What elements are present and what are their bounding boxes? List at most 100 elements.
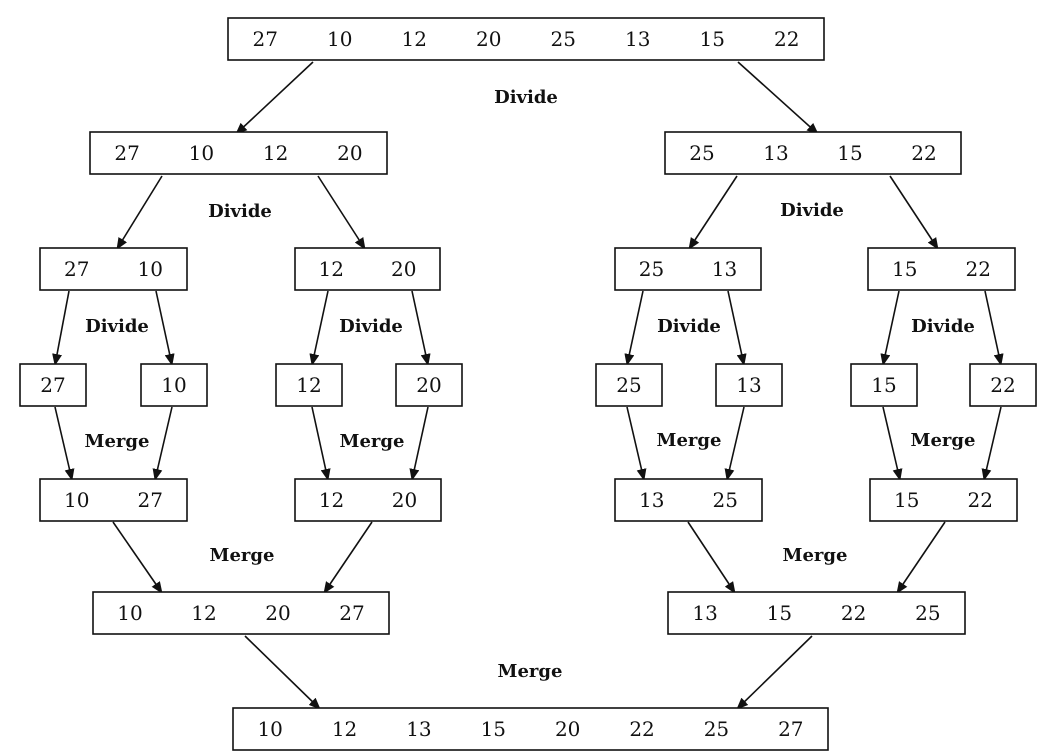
array-box-border bbox=[614, 478, 763, 522]
flow-arrow bbox=[896, 521, 946, 594]
array-box-single-1: 27 bbox=[19, 363, 87, 407]
array-value: 13 bbox=[712, 257, 737, 281]
array-value: 12 bbox=[296, 373, 321, 397]
flow-arrow bbox=[311, 406, 331, 481]
array-value: 27 bbox=[64, 257, 89, 281]
flow-arrow bbox=[889, 175, 939, 250]
flow-arrow bbox=[317, 175, 366, 250]
array-value: 15 bbox=[837, 141, 862, 165]
array-value: 10 bbox=[138, 257, 163, 281]
step-label-divide-q3: Divide bbox=[657, 316, 721, 337]
array-box-border bbox=[232, 707, 829, 751]
array-box-single-2: 10 bbox=[140, 363, 208, 407]
array-box-quarter-1: 27 10 bbox=[39, 247, 188, 291]
array-value: 27 bbox=[40, 373, 65, 397]
array-value: 15 bbox=[892, 257, 917, 281]
array-box-border bbox=[595, 363, 663, 407]
flow-arrow bbox=[244, 635, 321, 710]
array-value: 13 bbox=[692, 601, 717, 625]
array-value: 12 bbox=[319, 257, 344, 281]
array-value: 10 bbox=[257, 717, 282, 741]
array-box-border bbox=[715, 363, 783, 407]
step-label-merge-q1: Merge bbox=[85, 431, 150, 452]
flow-arrow bbox=[323, 521, 373, 594]
array-value: 13 bbox=[736, 373, 761, 397]
array-box-border bbox=[867, 247, 1016, 291]
array-box-border bbox=[294, 247, 441, 291]
array-box-border bbox=[140, 363, 208, 407]
array-box-single-6: 13 bbox=[715, 363, 783, 407]
step-label-merge-final: Merge bbox=[498, 661, 563, 682]
flow-arrow bbox=[984, 290, 1004, 366]
array-value: 22 bbox=[990, 373, 1015, 397]
array-value: 15 bbox=[700, 27, 725, 51]
array-value: 15 bbox=[481, 717, 506, 741]
array-value: 12 bbox=[402, 27, 427, 51]
array-box-single-5: 25 bbox=[595, 363, 663, 407]
array-value: 25 bbox=[689, 141, 714, 165]
array-box-border bbox=[667, 591, 966, 635]
array-box-border bbox=[395, 363, 463, 407]
array-box-border bbox=[89, 131, 388, 175]
step-label-divide-right: Divide bbox=[780, 200, 844, 221]
flow-arrow bbox=[152, 406, 173, 481]
array-value: 15 bbox=[894, 488, 919, 512]
array-value: 27 bbox=[114, 141, 139, 165]
array-value: 20 bbox=[476, 27, 501, 51]
flow-arrow bbox=[880, 290, 900, 366]
step-label-merge-left: Merge bbox=[210, 545, 275, 566]
array-value: 25 bbox=[616, 373, 641, 397]
array-box-border bbox=[664, 131, 962, 175]
step-label-merge-q2: Merge bbox=[340, 431, 405, 452]
array-box-border bbox=[869, 478, 1018, 522]
array-value: 25 bbox=[639, 257, 664, 281]
array-value: 27 bbox=[138, 488, 163, 512]
array-value: 25 bbox=[704, 717, 729, 741]
array-box-single-3: 12 bbox=[275, 363, 343, 407]
array-box-border bbox=[39, 478, 188, 522]
array-value: 12 bbox=[332, 717, 357, 741]
array-box-merged-pair-1: 10 27 bbox=[39, 478, 188, 522]
array-box-border bbox=[850, 363, 918, 407]
flow-arrow bbox=[155, 290, 175, 366]
array-value: 10 bbox=[117, 601, 142, 625]
array-box-single-7: 15 bbox=[850, 363, 918, 407]
array-value: 20 bbox=[555, 717, 580, 741]
step-label-merge-q3: Merge bbox=[657, 430, 722, 451]
array-value: 13 bbox=[625, 27, 650, 51]
array-value: 27 bbox=[778, 717, 803, 741]
flow-arrow bbox=[688, 175, 738, 250]
step-label-divide-q2: Divide bbox=[339, 316, 403, 337]
array-value: 15 bbox=[871, 373, 896, 397]
flow-arrow bbox=[52, 290, 70, 366]
step-label-divide-q4: Divide bbox=[911, 316, 975, 337]
flow-arrow bbox=[724, 406, 745, 481]
array-value: 25 bbox=[713, 488, 738, 512]
array-box-border bbox=[227, 17, 825, 61]
array-box-border bbox=[92, 591, 390, 635]
array-value: 10 bbox=[161, 373, 186, 397]
array-box-border bbox=[39, 247, 188, 291]
flow-arrow bbox=[116, 175, 163, 250]
array-value: 10 bbox=[64, 488, 89, 512]
array-box-border bbox=[19, 363, 87, 407]
flow-arrow bbox=[624, 290, 644, 366]
array-value: 20 bbox=[337, 141, 362, 165]
array-value: 13 bbox=[763, 141, 788, 165]
array-value: 22 bbox=[774, 27, 799, 51]
array-box-single-4: 20 bbox=[395, 363, 463, 407]
array-value: 27 bbox=[339, 601, 364, 625]
array-value: 22 bbox=[629, 717, 654, 741]
flow-arrow bbox=[411, 290, 431, 366]
array-value: 22 bbox=[968, 488, 993, 512]
flow-arrow bbox=[737, 61, 819, 135]
array-box-border bbox=[275, 363, 343, 407]
